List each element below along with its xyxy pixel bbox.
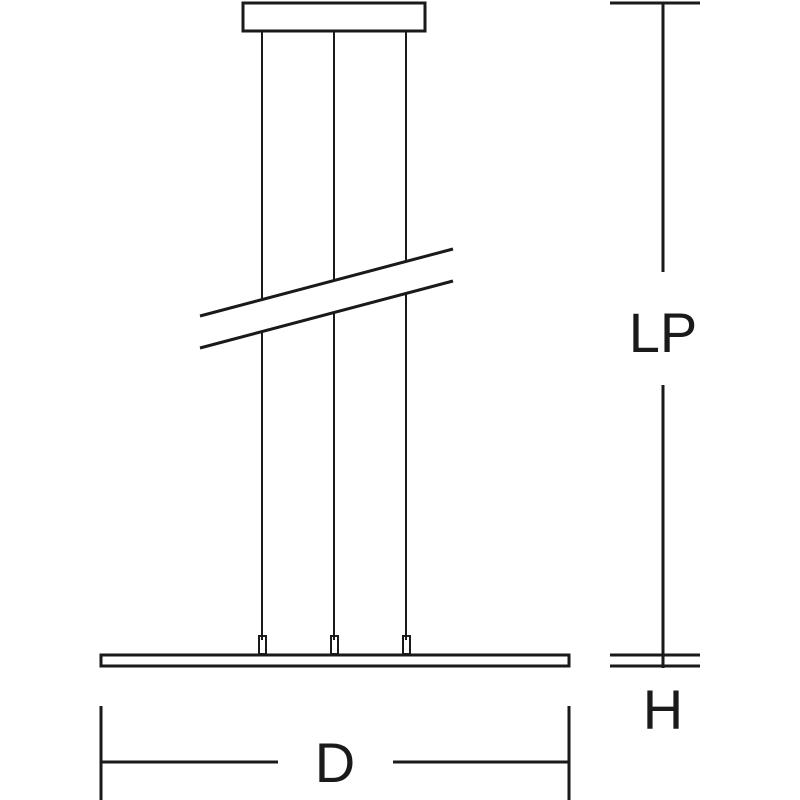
break-line-upper bbox=[199, 247, 454, 318]
luminaire-panel bbox=[99, 653, 571, 668]
d-dimension: D bbox=[99, 706, 571, 800]
d-label: D bbox=[315, 731, 355, 794]
h-label: H bbox=[643, 678, 683, 741]
suspension-cables bbox=[261, 31, 407, 640]
lp-dimension: LP bbox=[610, 1, 700, 668]
break-symbol bbox=[199, 247, 454, 350]
ceiling-canopy bbox=[241, 1, 427, 33]
lp-label: LP bbox=[629, 301, 698, 364]
h-dimension: H bbox=[610, 653, 700, 741]
break-line-lower bbox=[199, 279, 454, 350]
